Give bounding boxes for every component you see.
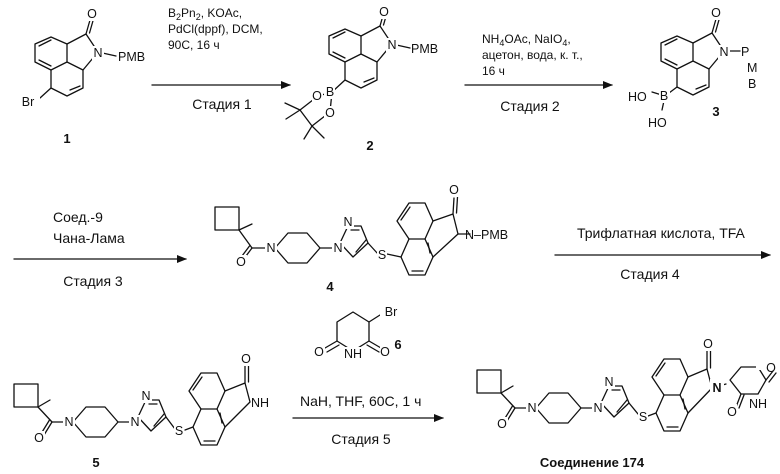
stage-2-label: Стадия 2 [500, 98, 560, 114]
svg-text:16 ч: 16 ч [482, 64, 505, 78]
stage-1-label: Стадия 1 [192, 96, 252, 112]
compound-5-number: 5 [92, 455, 99, 470]
nitrogen-label: N [593, 401, 602, 415]
oxygen-label: O [312, 89, 322, 103]
step-3-conditions: Соед.-9 Чана-Лама Стадия 3 [53, 209, 125, 289]
compound-1-number: 1 [63, 131, 70, 146]
svg-text:90C, 16 ч: 90C, 16 ч [168, 38, 220, 52]
compound-174-label: Соединение 174 [540, 455, 645, 470]
nh-label: NH [251, 396, 269, 410]
nh-label: NH [749, 397, 767, 411]
bromine-label: Br [22, 95, 35, 109]
stage-5-label: Стадия 5 [331, 431, 391, 447]
nitrogen-label: N [130, 415, 139, 429]
sulfur-label: S [378, 248, 386, 262]
nitrogen-label: N [266, 241, 275, 255]
svg-text:ацетон, вода, к. т.,: ацетон, вода, к. т., [482, 48, 583, 62]
oxygen-label: O [379, 5, 389, 19]
bromine-label: Br [385, 305, 398, 319]
nh-label: NH [344, 347, 362, 361]
compound-6-number: 6 [394, 337, 401, 352]
compound-2-number: 2 [366, 138, 373, 153]
compound-174-structure: O N N N S O N O O NH [477, 337, 776, 431]
svg-text:B2Pn2, KOAc,: B2Pn2, KOAc, [168, 6, 242, 22]
oxygen-label: O [236, 255, 246, 269]
nitrogen-label: N [64, 415, 73, 429]
oxygen-label: O [727, 405, 737, 419]
nitrogen-label: N [604, 375, 613, 389]
nitrogen-label: N [343, 215, 352, 229]
oxygen-label: O [34, 431, 44, 445]
oxygen-label: O [325, 106, 335, 120]
nitrogen-label: N [93, 46, 102, 60]
sulfur-label: S [639, 410, 647, 424]
pmb-label: PMB [118, 50, 145, 64]
oxygen-label: O [497, 417, 507, 431]
oxygen-label: O [314, 345, 324, 359]
compound-4-structure: O N N N S O N–PMB [215, 183, 508, 275]
step-5-reagent: NaH, THF, 60C, 1 ч [300, 393, 421, 409]
oxygen-label: O [449, 183, 459, 197]
step-3-reagent-1: Соед.-9 [53, 209, 103, 225]
n-pmb-label: N–PMB [465, 228, 508, 242]
compound-5-structure: O N N N S O NH [14, 352, 269, 445]
step-2-conditions: NH4OAc, NaIO4, ацетон, вода, к. т., 16 ч… [482, 32, 583, 114]
oxygen-label: O [87, 7, 97, 21]
m-label: M [747, 61, 757, 75]
step-1-conditions: B2Pn2, KOAc, PdCl(dppf), DCM, 90C, 16 ч … [168, 6, 263, 112]
hydroxyl-label: HO [628, 90, 647, 104]
oxygen-label: O [711, 6, 721, 20]
step-4-conditions: Трифлатная кислота, TFA Стадия 4 [577, 225, 746, 282]
boron-label: B [660, 89, 668, 103]
nitrogen-label: N [719, 45, 728, 59]
compound-4-number: 4 [326, 279, 334, 294]
stage-4-label: Стадия 4 [620, 266, 680, 282]
sulfur-label: S [175, 424, 183, 438]
phosphorus-label: P [741, 45, 749, 59]
oxygen-label: O [703, 337, 713, 351]
pmb-label: PMB [411, 42, 438, 56]
step-3-reagent-2: Чана-Лама [53, 230, 125, 246]
compound-2-structure: B O O O N PMB [285, 5, 438, 139]
oxygen-label: O [380, 345, 390, 359]
svg-text:NH4OAc, NaIO4,: NH4OAc, NaIO4, [482, 32, 571, 48]
step-4-reagent: Трифлатная кислота, TFA [577, 225, 746, 241]
step-5-conditions: NaH, THF, 60C, 1 ч Стадия 5 [300, 393, 421, 447]
nitrogen-label: N [712, 381, 721, 395]
nitrogen-label: N [527, 401, 536, 415]
oxygen-label: O [241, 352, 251, 366]
stage-3-label: Стадия 3 [63, 273, 123, 289]
boron-label: B [326, 85, 334, 99]
svg-text:PdCl(dppf), DCM,: PdCl(dppf), DCM, [168, 22, 263, 36]
compound-6-structure: Br O O NH [314, 305, 402, 361]
compound-1-structure: O N PMB Br [16, 7, 145, 109]
oxygen-label: O [766, 361, 776, 375]
hydroxyl-label: HO [648, 116, 667, 130]
compound-3-number: 3 [712, 104, 719, 119]
b-label: B [748, 77, 756, 91]
compound-3-structure: O N P M B B HO HO [628, 6, 757, 130]
nitrogen-label: N [141, 389, 150, 403]
nitrogen-label: N [333, 241, 342, 255]
nitrogen-label: N [387, 38, 396, 52]
